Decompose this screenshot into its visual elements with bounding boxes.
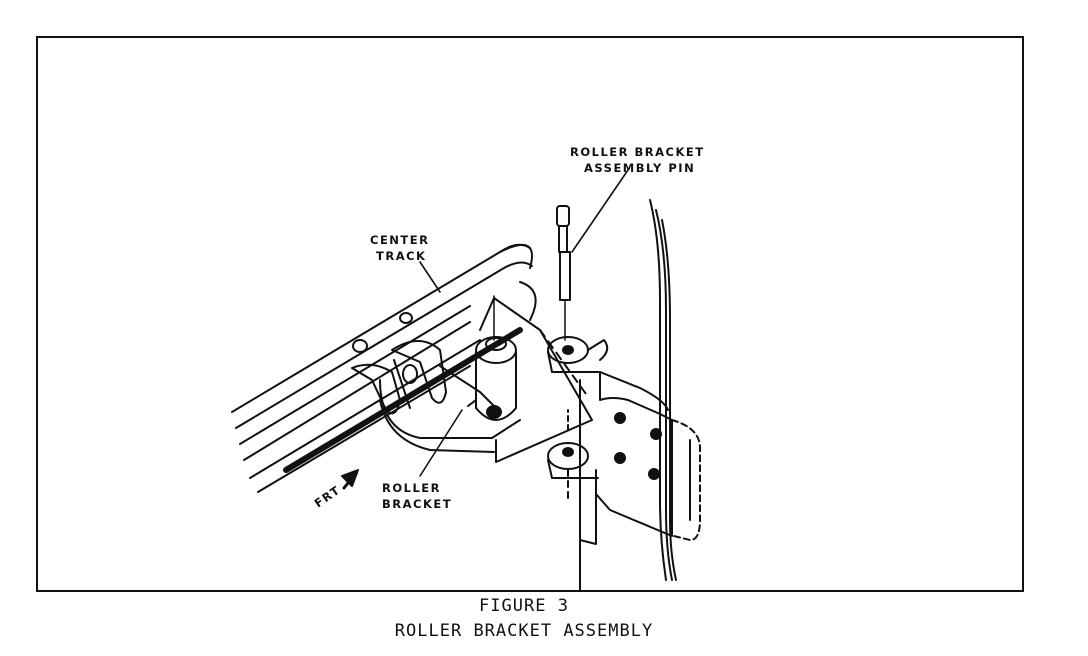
door-edge <box>579 199 677 591</box>
center-track <box>231 243 537 493</box>
bracket-plate <box>479 297 593 463</box>
hinge-ear-lower <box>547 409 599 501</box>
roller-bracket <box>351 312 521 453</box>
assembly-pin <box>556 205 571 341</box>
figure-frame <box>36 36 1024 592</box>
figure-title: ROLLER BRACKET ASSEMBLY <box>394 621 654 641</box>
figure-number: FIGURE 3 <box>479 596 569 616</box>
hinge-ear-upper <box>547 336 609 373</box>
bracket-label-line2: BRACKET <box>382 497 452 511</box>
track-label-line1: CENTER <box>370 233 429 247</box>
bracket-label-line1: ROLLER <box>382 481 441 495</box>
door-hinge-plate <box>579 371 701 561</box>
front-arrow-icon <box>341 469 359 490</box>
front-label: FRT <box>312 483 343 511</box>
pin-label-line1: ROLLER BRACKET <box>570 145 705 159</box>
track-label-line2: TRACK <box>376 249 426 263</box>
leader-lines <box>419 169 629 477</box>
pin-label-line2: ASSEMBLY PIN <box>584 161 695 175</box>
roller <box>467 295 517 421</box>
